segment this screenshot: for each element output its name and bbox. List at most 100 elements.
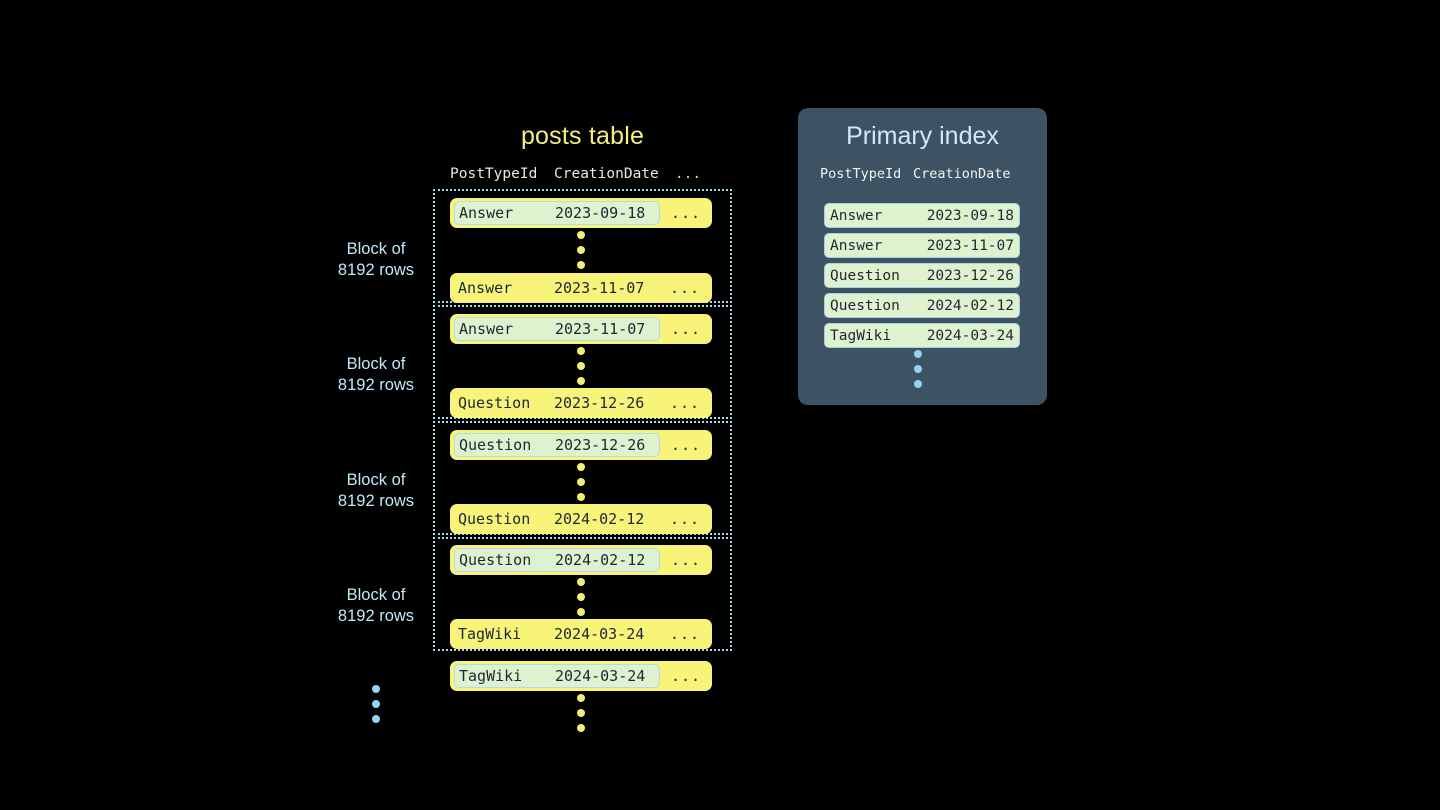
dot	[577, 362, 585, 370]
blocks-continuation-dots	[371, 685, 381, 723]
primary-index-title: Primary index	[846, 122, 999, 150]
cell-posttypeid: TagWiki	[459, 667, 523, 685]
index-cell-posttypeid: Question	[830, 267, 900, 284]
dot	[577, 377, 585, 385]
dot	[577, 493, 585, 501]
index-row[interactable]: Question 2023-12-26	[824, 263, 1020, 288]
cell-ellipsis: ...	[670, 320, 702, 338]
cell-posttypeid: TagWiki	[458, 625, 522, 643]
table-row[interactable]: Question 2023-12-26 ...	[450, 388, 712, 418]
table-row[interactable]: Answer 2023-11-07 ...	[450, 314, 712, 344]
column-header-ellipsis: ...	[674, 166, 702, 182]
cell-creationdate: 2024-03-24	[554, 625, 645, 643]
index-cell-creationdate: 2023-12-26	[926, 267, 1014, 284]
dot	[577, 709, 585, 717]
index-column-header-posttypeid: PostTypeId	[820, 166, 902, 182]
cell-ellipsis: ...	[670, 667, 702, 685]
primary-index-column-headers: PostTypeId CreationDate	[820, 166, 1020, 182]
cell-posttypeid: Question	[458, 394, 531, 412]
dot	[577, 478, 585, 486]
table-row[interactable]: Question 2024-02-12 ...	[450, 545, 712, 575]
row-highlight-group: Question 2024-02-12	[454, 548, 660, 572]
block-label-line1: Block of	[346, 471, 406, 489]
index-cell-creationdate: 2024-02-12	[926, 297, 1014, 314]
cell-ellipsis: ...	[669, 279, 701, 297]
dot	[577, 261, 585, 269]
row-highlight-group: TagWiki 2024-03-24	[454, 664, 660, 688]
dot	[577, 724, 585, 732]
row-continuation-dots	[576, 578, 586, 616]
index-row[interactable]: Question 2024-02-12	[824, 293, 1020, 318]
block-label-line1: Block of	[346, 240, 406, 258]
posts-table-section: posts table PostTypeId CreationDate ... …	[311, 122, 732, 732]
dot	[577, 694, 585, 702]
index-row[interactable]: Answer 2023-11-07	[824, 233, 1020, 258]
dot	[577, 347, 585, 355]
table-row[interactable]: TagWiki 2024-03-24 ...	[450, 619, 712, 649]
cell-posttypeid: Question	[459, 551, 532, 569]
dot	[372, 700, 380, 708]
index-cell-posttypeid: Answer	[830, 237, 883, 254]
block-box-4	[433, 537, 732, 651]
block-label-line2: 8192 rows	[337, 261, 415, 279]
table-row[interactable]: Answer 2023-09-18 ...	[450, 198, 712, 228]
cell-posttypeid: Answer	[458, 279, 513, 297]
cell-creationdate: 2023-11-07	[554, 279, 645, 297]
cell-ellipsis: ...	[670, 204, 702, 222]
block-label-line2: 8192 rows	[337, 376, 415, 394]
table-row[interactable]: Question 2024-02-12 ...	[450, 504, 712, 534]
row-cells-group: TagWiki 2024-03-24	[454, 622, 658, 646]
column-header-posttypeid: PostTypeId	[450, 166, 538, 182]
block-label-line1: Block of	[346, 355, 406, 373]
index-column-header-creationdate: CreationDate	[913, 166, 1011, 182]
block-label-4: Block of 8192 rows	[311, 585, 441, 627]
row-cells-group: Question 2023-12-26	[454, 391, 658, 415]
cell-ellipsis: ...	[669, 625, 701, 643]
row-highlight-group: Answer 2023-11-07	[454, 317, 660, 341]
row-continuation-dots	[576, 347, 586, 385]
dot	[577, 593, 585, 601]
table-row[interactable]: Question 2023-12-26 ...	[450, 430, 712, 460]
dot	[914, 380, 922, 388]
index-row[interactable]: Answer 2023-09-18	[824, 203, 1020, 228]
block-label-1: Block of 8192 rows	[311, 239, 441, 281]
cell-ellipsis: ...	[670, 436, 702, 454]
cell-creationdate: 2023-11-07	[555, 320, 646, 338]
block-label-line2: 8192 rows	[337, 607, 415, 625]
cell-creationdate: 2023-12-26	[555, 436, 646, 454]
index-cell-posttypeid: Question	[830, 297, 900, 314]
block-label-3: Block of 8192 rows	[311, 470, 441, 512]
table-row[interactable]: TagWiki 2024-03-24 ...	[450, 661, 712, 691]
cell-creationdate: 2024-02-12	[554, 510, 645, 528]
block-label-line2: 8192 rows	[337, 492, 415, 510]
index-cell-posttypeid: Answer	[830, 207, 883, 224]
cell-posttypeid: Answer	[459, 320, 514, 338]
index-row[interactable]: TagWiki 2024-03-24	[824, 323, 1020, 348]
dot	[914, 350, 922, 358]
table-row[interactable]: Answer 2023-11-07 ...	[450, 273, 712, 303]
primary-index-panel: Primary index PostTypeId CreationDate An…	[798, 108, 1047, 405]
row-cells-group: Question 2024-02-12	[454, 507, 658, 531]
index-cell-creationdate: 2024-03-24	[926, 327, 1014, 344]
dot	[577, 463, 585, 471]
table-continuation-dots	[576, 694, 586, 732]
cell-creationdate: 2023-12-26	[554, 394, 645, 412]
block-label-2: Block of 8192 rows	[311, 354, 441, 396]
dot	[577, 608, 585, 616]
cell-posttypeid: Answer	[459, 204, 514, 222]
row-highlight-group: Question 2023-12-26	[454, 433, 660, 457]
row-continuation-dots	[576, 231, 586, 269]
cell-creationdate: 2023-09-18	[555, 204, 646, 222]
posts-table-title: posts table	[520, 122, 645, 150]
cell-posttypeid: Question	[459, 436, 532, 454]
cell-creationdate: 2024-03-24	[555, 667, 646, 685]
cell-ellipsis: ...	[669, 510, 701, 528]
block-box-2	[433, 305, 732, 419]
cell-creationdate: 2024-02-12	[555, 551, 646, 569]
dot	[914, 365, 922, 373]
cell-ellipsis: ...	[670, 551, 702, 569]
row-cells-group: Answer 2023-11-07	[454, 276, 658, 300]
row-highlight-group: Answer 2023-09-18	[454, 201, 660, 225]
dot	[577, 246, 585, 254]
block-box-3	[433, 421, 732, 535]
